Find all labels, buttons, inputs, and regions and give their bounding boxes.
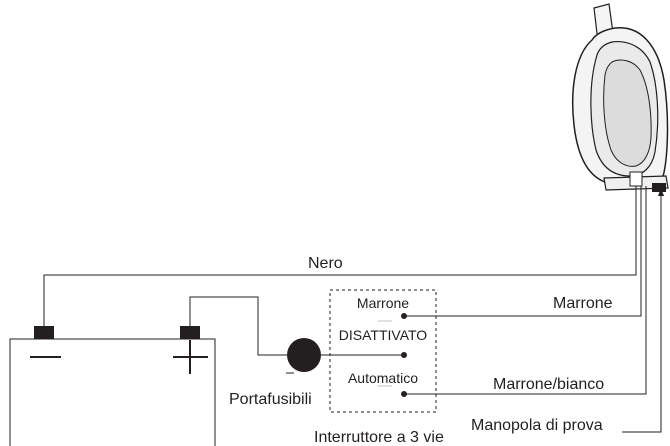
wire-marrone-bianco <box>404 186 647 395</box>
battery <box>9 326 216 446</box>
wire-marrone <box>404 186 642 317</box>
pump-housing <box>571 3 669 192</box>
fuse-holder <box>287 338 321 372</box>
wire-manopola-leader <box>622 195 662 433</box>
arrow-head-manopola <box>658 188 664 196</box>
label-manopola: Manopola di prova <box>471 417 603 434</box>
battery-positive-terminal <box>180 326 200 339</box>
test-knob <box>652 183 666 192</box>
label-disattivato: DISATTIVATO <box>339 327 428 343</box>
wire-positive-to-fuse <box>189 296 287 356</box>
label-interruttore: Interruttore a 3 vie <box>314 429 444 446</box>
switch-contact-automatico <box>401 391 407 397</box>
label-marrone-bianco: Marrone/bianco <box>493 376 604 393</box>
switch-contact-disattivato <box>401 352 407 358</box>
battery-negative-terminal <box>34 326 54 339</box>
label-portafusibili: Portafusibili <box>229 391 312 408</box>
label-marrone-wire: Marrone <box>553 295 613 312</box>
wire-nero <box>43 186 637 326</box>
label-switch-marrone: Marrone <box>357 295 409 311</box>
label-automatico: Automatico <box>348 370 418 386</box>
battery-body <box>9 338 216 446</box>
cable-gland <box>629 171 643 187</box>
housing-inner-recess <box>603 59 652 167</box>
switch-contact-marrone <box>401 313 407 319</box>
label-nero: Nero <box>308 255 343 272</box>
